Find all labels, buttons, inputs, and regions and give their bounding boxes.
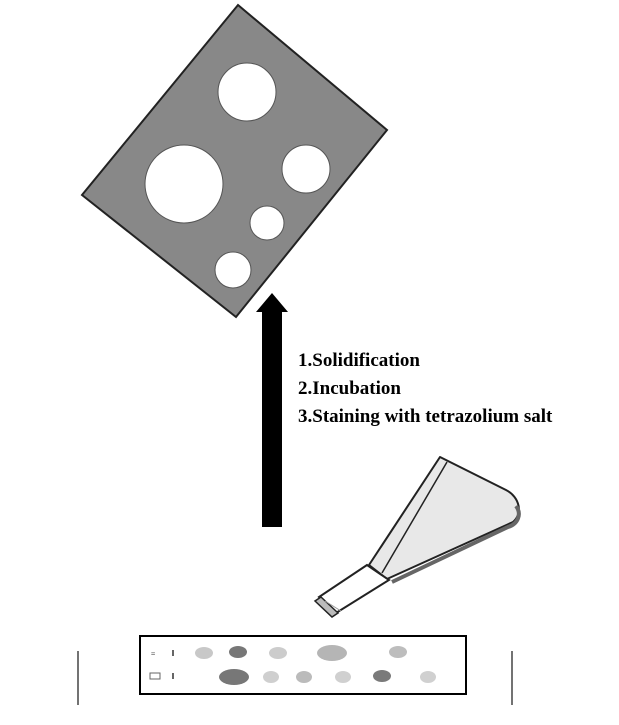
up-arrow-icon [256,293,288,527]
gel-spot [420,671,436,683]
colony-zone-3 [281,144,331,194]
colony-zone-5 [214,251,252,289]
flask-cap [313,596,340,618]
step-incubation: 2.Incubation [298,378,401,399]
process-steps: 1.Solidification 2.Incubation 3.Staining… [298,347,552,431]
gel-frame [139,635,467,695]
colony-zone-1 [217,62,277,122]
gel-spot [195,647,213,659]
gel-spot [263,671,279,683]
agar-plate [80,3,389,319]
step-staining: 3.Staining with tetrazolium salt [298,406,553,427]
flask-inner-line [381,461,448,574]
lane-marker-2 [149,672,161,680]
gel-spot [335,671,351,683]
gel-spot [269,647,287,659]
gel-spot [296,671,312,683]
flask-rim [391,504,521,584]
gel-spot [389,646,407,658]
gel-spot [373,670,391,682]
plate-body [80,3,389,319]
gel-spot [317,645,347,661]
culture-flask-icon [313,456,521,618]
colony-zone-2 [144,144,224,224]
flask-body [368,456,520,580]
gel-strip: = [77,635,513,705]
step-solidification: 1.Solidification [298,350,420,371]
colony-zone-4 [249,205,285,241]
gel-spot [229,646,247,658]
lane-marker-1: = [151,650,155,658]
gel-spot [219,669,249,685]
